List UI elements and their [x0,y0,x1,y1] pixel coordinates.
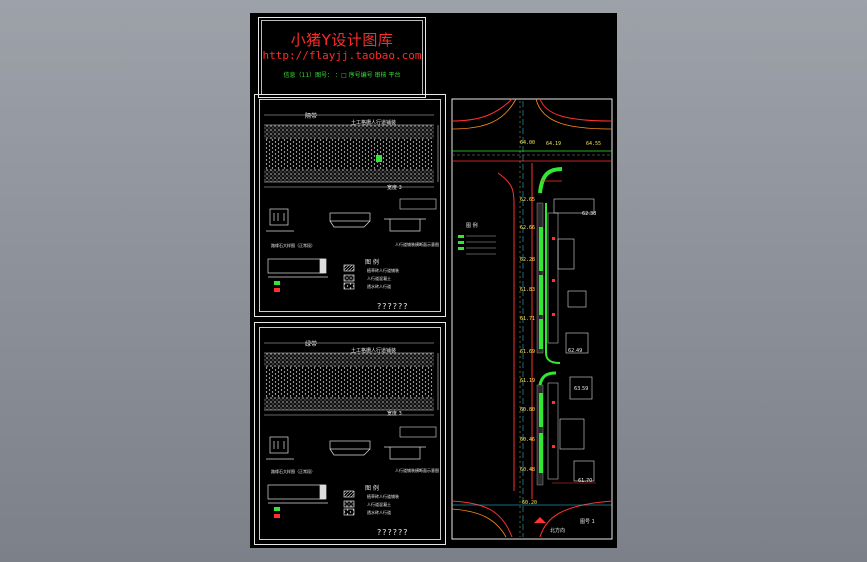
legend-item: 人行道混凝土 [367,276,391,281]
library-title: 小猪Y设计图库 [290,31,394,49]
caption-curb-detail: 路缘石大样图（正常段） [271,243,315,248]
detail-panel-bottom: 绿带 土工格栅人行道铺装 宽度 3 路缘石大样图（正常段） 人行道铺装横断面示意… [254,322,446,545]
detail-graphics [264,98,613,540]
band-title: 土工格栅人行道铺装 [351,120,397,126]
band-title: 土工格栅人行道铺装 [351,348,397,354]
legend-title: 图 例 [365,485,379,492]
title-subline: 信息（11）图号： ：□ 序号编号 审核 平台 [283,72,401,79]
elevation-label: 62.38 [582,211,597,217]
drawing-number: 图号 1 [580,519,595,525]
elevation-label: 60.80 [520,407,536,413]
green-swatch-bottom [274,507,280,518]
elevation-label: 63.59 [574,386,589,392]
green-swatch-top [274,281,280,292]
elevation-label: 62.65 [520,197,536,203]
elevation-label: 64.55 [586,141,602,147]
band-dim: 宽度 3 [387,411,402,417]
elevation-label: 60.46 [520,437,536,443]
plan-view [451,98,613,540]
elevation-label: 62.66 [520,225,536,231]
legend-title: 图 例 [365,259,379,266]
panel-label: 绿带 [305,341,318,348]
north-label: 北方向 [550,528,566,534]
legend-item: 植草砖人行道铺装 [367,494,399,499]
legend-item: 人行道混凝土 [367,502,391,507]
elevation-label: 61.69 [520,349,536,355]
elevation-label: 61.71 [520,316,536,322]
caption-curb-detail: 路缘石大样图（正常段） [271,469,315,474]
curb-detail-top [266,198,437,290]
detail-panel-top: 隔带 土工格栅人行道铺装 宽度 3 路缘石大样图（正常段） 人行道铺装横断面示意… [254,94,446,317]
elevation-label: 64.19 [546,141,562,147]
elevation-label: 60.48 [520,467,536,473]
section-band-top [264,114,439,188]
elevation-label: 61.70 [578,478,593,484]
legend-item: 透水砖人行道 [367,510,391,515]
detail-panel-top-inner [259,99,441,312]
elevation-label: 64.00 [520,140,536,146]
library-url: http://flayjj.taobao.com [262,49,422,62]
question-text: ?????? [377,528,409,537]
detail-panel-bottom-inner [259,327,441,540]
elevation-label: 62.49 [568,348,583,354]
legend-item: 透水砖人行道 [367,284,391,289]
question-text: ?????? [377,302,409,311]
curb-detail-bottom [266,426,437,516]
caption-section: 人行道铺装横断面示意图 [395,468,439,473]
section-band-bottom [264,342,439,416]
elevation-label: 62.28 [520,257,536,263]
elevation-label: 61.19 [520,378,536,384]
green-marker [376,155,382,162]
elevation-label: 61.83 [520,287,536,293]
drawing-sheet: 小猪Y设计图库 http://flayjj.taobao.com 信息（11）图… [250,13,617,548]
plan-legend-label: 图 例 [466,223,478,229]
caption-section: 人行道铺装横断面示意图 [395,242,439,247]
elevation-label: 60.20 [522,500,538,506]
band-dim: 宽度 3 [387,185,402,191]
panel-label: 隔带 [305,113,318,120]
legend-item: 植草砖人行道铺装 [367,268,399,273]
